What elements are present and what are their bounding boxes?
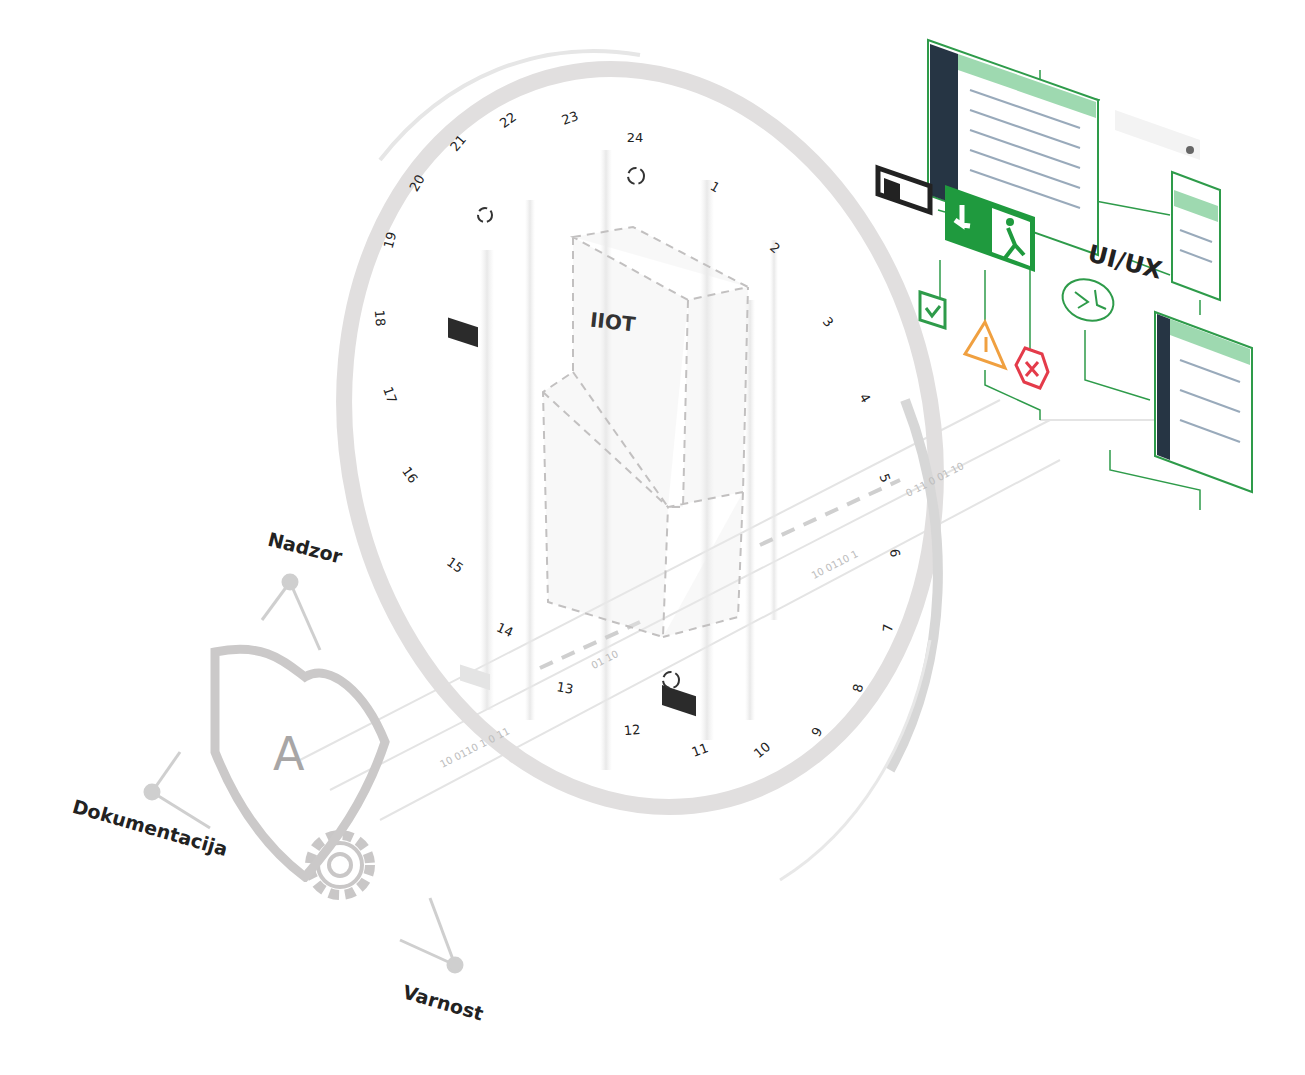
- prism-outline: [538, 222, 750, 642]
- battery-icon: [662, 685, 696, 716]
- clock-number: 9: [809, 725, 824, 739]
- iiot-box: IIOT: [538, 222, 750, 642]
- clock-number: 3: [820, 315, 835, 330]
- binary-code: 10 0110 1: [810, 549, 860, 581]
- ui-screen: [1155, 312, 1252, 492]
- clock-number: 22: [497, 110, 518, 130]
- security-shield: A: [205, 632, 395, 882]
- exit-sign: [945, 185, 1035, 272]
- leader-lines: [145, 575, 462, 972]
- clock-number: 24: [627, 131, 644, 144]
- node-text: A: [273, 727, 304, 781]
- clock-number: 8: [851, 682, 866, 693]
- clock-number: 23: [560, 109, 580, 127]
- clock-number: 19: [382, 230, 399, 249]
- feature-label: Dokumentacija: [70, 797, 229, 859]
- clock-number: 16: [400, 464, 420, 485]
- clock-number: 15: [444, 555, 465, 575]
- clock-number: 13: [556, 680, 575, 696]
- clock-number: 10: [751, 740, 772, 761]
- clock-number: 18: [373, 309, 387, 327]
- feature-label: Nadzor: [266, 530, 344, 567]
- clock-number: 12: [623, 723, 641, 737]
- clock-number: 4: [857, 391, 872, 405]
- data-columns: [480, 150, 778, 770]
- clock-number: 17: [381, 385, 399, 405]
- title-label: UI/UX: [1086, 241, 1165, 282]
- battery-icon: [878, 168, 930, 212]
- exit-mini: [460, 664, 490, 690]
- sl-logo: [1057, 272, 1120, 327]
- clock-number: 2: [768, 240, 783, 255]
- clock-number: 11: [690, 741, 710, 759]
- clock-number: 5: [877, 472, 892, 484]
- feature-label: Varnost: [401, 982, 486, 1023]
- battery-icon: [448, 318, 478, 348]
- search-bar: [1115, 110, 1200, 160]
- status-icons: [920, 292, 1048, 388]
- clock-number: 6: [888, 548, 902, 558]
- ui-screen: [1172, 172, 1220, 300]
- node-text: IIOT: [589, 308, 637, 337]
- clock-number: 7: [881, 623, 895, 632]
- clock-number: 14: [495, 621, 515, 640]
